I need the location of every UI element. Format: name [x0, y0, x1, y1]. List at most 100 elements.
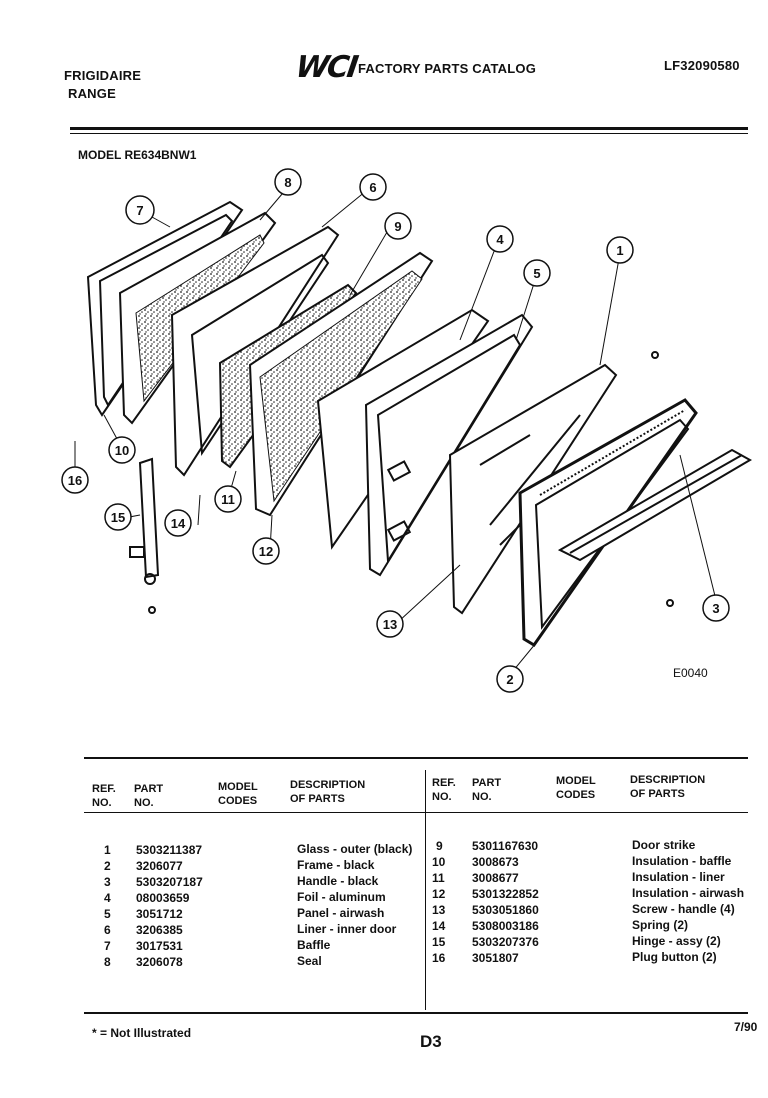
row-part: 08003659: [136, 891, 190, 905]
row-ref: 10: [432, 855, 446, 869]
callout-8-label: 8: [284, 175, 291, 190]
callout-3-label: 3: [712, 601, 719, 616]
callout-4: 4: [486, 225, 514, 253]
callout-16: 16: [61, 466, 89, 494]
row-part: 5303051860: [472, 903, 539, 917]
row-desc: Insulation - baffle: [632, 854, 732, 868]
header-rule-top: [70, 127, 748, 130]
callout-9: 9: [384, 212, 412, 240]
callout-10: 10: [108, 436, 136, 464]
row-part: 3008677: [472, 871, 519, 885]
table-top-rule: [84, 757, 748, 759]
row-ref: 6: [104, 923, 111, 937]
callout-7-label: 7: [136, 203, 143, 218]
exploded-door-diagram: 7 8 6 9 4 5 1 10 16 11 14 15 12 13 2 3 E…: [61, 168, 753, 693]
callout-2-label: 2: [506, 672, 513, 687]
product-type: RANGE: [68, 86, 116, 101]
row-part: 5303207187: [136, 875, 203, 889]
row-part: 5301167630: [472, 839, 539, 853]
row-part: 3051712: [136, 907, 183, 921]
row-part: 5308003186: [472, 919, 539, 933]
row-ref: 12: [432, 887, 446, 901]
row-desc: Frame - black: [297, 858, 375, 872]
table-header-rule: [84, 812, 748, 813]
callout-12: 12: [252, 537, 280, 565]
callout-4-label: 4: [496, 232, 504, 247]
row-desc: Liner - inner door: [297, 922, 397, 936]
row-part: 3206077: [136, 859, 183, 873]
catalog-title: FACTORY PARTS CATALOG: [358, 61, 537, 76]
row-part: 3017531: [136, 939, 183, 953]
row-desc: Insulation - airwash: [632, 886, 745, 900]
row-ref: 2: [104, 859, 111, 873]
brand-name: FRIGIDAIRE: [64, 68, 142, 83]
figure-code: E0040: [673, 666, 708, 680]
table-bottom-rule: [84, 1012, 748, 1014]
callout-6-label: 6: [369, 180, 376, 195]
row-ref: 9: [436, 839, 443, 853]
callout-11: 11: [214, 485, 242, 513]
screw-part: [666, 599, 674, 607]
callout-3: 3: [702, 594, 730, 622]
row-desc: Plug button (2): [632, 950, 717, 964]
header-ref-no-left: REF.NO.: [92, 783, 116, 809]
row-ref: 14: [432, 919, 446, 933]
row-desc: Spring (2): [632, 918, 688, 932]
callout-14-label: 14: [171, 516, 186, 531]
callout-6: 6: [359, 173, 387, 201]
hinge-part: [129, 457, 160, 585]
callout-5: 5: [523, 259, 551, 287]
row-ref: 5: [104, 907, 111, 921]
row-part: 5301322852: [472, 887, 539, 901]
row-part: 3206078: [136, 955, 183, 969]
row-ref: 15: [432, 935, 446, 949]
row-desc: Handle - black: [297, 874, 379, 888]
callout-10-label: 10: [115, 443, 129, 458]
page-number: D3: [420, 1032, 442, 1051]
row-desc: Panel - airwash: [297, 906, 385, 920]
callout-15: 15: [104, 503, 132, 531]
callout-9-label: 9: [394, 219, 401, 234]
row-ref: 4: [104, 891, 111, 905]
callout-14: 14: [164, 509, 192, 537]
callout-1-label: 1: [616, 243, 623, 258]
row-desc: Hinge - assy (2): [632, 934, 721, 948]
row-desc: Seal: [297, 954, 322, 968]
row-part: 3206385: [136, 923, 183, 937]
screw-part: [651, 351, 659, 359]
header-rule-bottom: [70, 133, 748, 134]
row-desc: Baffle: [297, 938, 331, 952]
header-ref-no-right: REF.NO.: [432, 777, 456, 803]
row-part: 5303211387: [136, 843, 203, 857]
callout-7: 7: [125, 195, 155, 225]
model-label: MODEL RE634BNW1: [78, 148, 197, 162]
row-ref: 3: [104, 875, 111, 889]
callout-1: 1: [606, 236, 634, 264]
row-desc: Foil - aluminum: [297, 890, 386, 904]
row-ref: 8: [104, 955, 111, 969]
door-handle-part: [557, 448, 753, 562]
revision-date: 7/90: [734, 1020, 758, 1034]
row-ref: 7: [104, 939, 111, 953]
row-part: 3051807: [472, 951, 519, 965]
callout-8: 8: [274, 168, 302, 196]
row-part: 3008673: [472, 855, 519, 869]
callout-11-label: 11: [221, 492, 235, 507]
row-desc: Screw - handle (4): [632, 902, 735, 916]
row-ref: 13: [432, 903, 446, 917]
wci-logo: WCI: [293, 50, 359, 85]
callout-5-label: 5: [533, 266, 540, 281]
callout-13: 13: [376, 610, 404, 638]
row-desc: Door strike: [632, 838, 696, 852]
row-ref: 16: [432, 951, 446, 965]
callout-15-label: 15: [111, 510, 125, 525]
row-ref: 11: [432, 871, 445, 885]
row-desc: Glass - outer (black): [297, 842, 413, 856]
callout-13-label: 13: [383, 617, 397, 632]
